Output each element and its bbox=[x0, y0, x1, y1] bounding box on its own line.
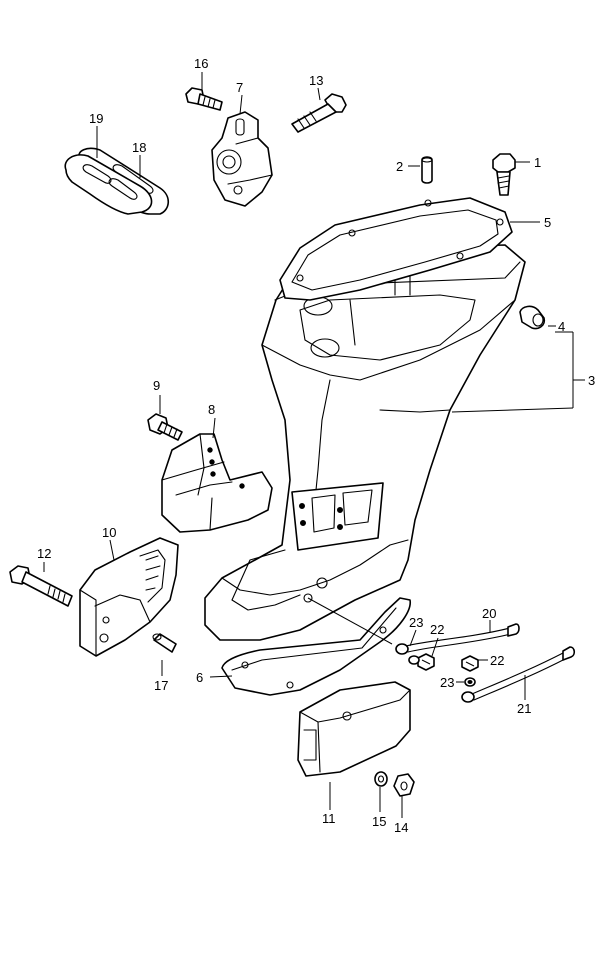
callout-22-left: 22 bbox=[430, 622, 444, 637]
lower-gasket[interactable] bbox=[221, 597, 411, 696]
callout-22-right: 22 bbox=[490, 653, 504, 668]
screw-22-left[interactable] bbox=[417, 653, 435, 671]
bolt-13[interactable] bbox=[291, 93, 347, 133]
screw-22-right[interactable] bbox=[461, 655, 479, 672]
mount-bracket-7[interactable] bbox=[211, 111, 273, 207]
callout-13: 13 bbox=[309, 73, 323, 88]
callout-11: 11 bbox=[322, 811, 336, 826]
callout-10: 10 bbox=[102, 525, 116, 540]
damper-19[interactable] bbox=[64, 154, 153, 215]
callout-6: 6 bbox=[196, 670, 203, 685]
nut-14[interactable] bbox=[393, 773, 415, 797]
callout-8: 8 bbox=[208, 402, 215, 417]
callout-5: 5 bbox=[544, 215, 551, 230]
ground-wire-21[interactable] bbox=[461, 646, 576, 703]
callout-19: 19 bbox=[89, 111, 103, 126]
callout-23-left: 23 bbox=[409, 615, 423, 630]
dowel-pin-2[interactable] bbox=[421, 156, 433, 184]
leader-lines bbox=[43, 72, 585, 818]
callout-4: 4 bbox=[558, 319, 565, 334]
bracket-11[interactable] bbox=[297, 681, 411, 777]
bracket-10[interactable] bbox=[79, 537, 179, 657]
callout-9: 9 bbox=[153, 378, 160, 393]
bolt-16[interactable] bbox=[185, 87, 223, 111]
callout-16: 16 bbox=[194, 56, 208, 71]
callout-20: 20 bbox=[482, 606, 496, 621]
washer-23-left[interactable] bbox=[408, 655, 420, 665]
plug-4[interactable] bbox=[519, 305, 546, 330]
callout-3: 3 bbox=[588, 373, 595, 388]
callout-14: 14 bbox=[394, 820, 408, 835]
callout-15: 15 bbox=[372, 814, 386, 829]
pin-17[interactable] bbox=[152, 633, 177, 653]
bolt-1[interactable] bbox=[492, 153, 516, 196]
callout-2: 2 bbox=[396, 159, 403, 174]
upper-gasket[interactable] bbox=[279, 197, 513, 301]
bolt-9[interactable] bbox=[147, 413, 183, 441]
bolt-12[interactable] bbox=[9, 565, 73, 607]
washer-15[interactable] bbox=[374, 771, 388, 787]
washer-23-right[interactable] bbox=[464, 677, 476, 687]
driveshaft-housing[interactable] bbox=[204, 244, 526, 641]
callout-labels: 1 2 3 4 5 6 7 8 9 10 11 12 13 14 15 16 1… bbox=[37, 56, 595, 835]
ground-wire-20[interactable] bbox=[395, 623, 520, 655]
callout-1: 1 bbox=[534, 155, 541, 170]
callout-17: 17 bbox=[154, 678, 168, 693]
callout-21: 21 bbox=[517, 701, 531, 716]
callout-12: 12 bbox=[37, 546, 51, 561]
callout-18: 18 bbox=[132, 140, 146, 155]
callout-23-right: 23 bbox=[440, 675, 454, 690]
callout-7: 7 bbox=[236, 80, 243, 95]
bracket-8[interactable] bbox=[161, 433, 273, 533]
